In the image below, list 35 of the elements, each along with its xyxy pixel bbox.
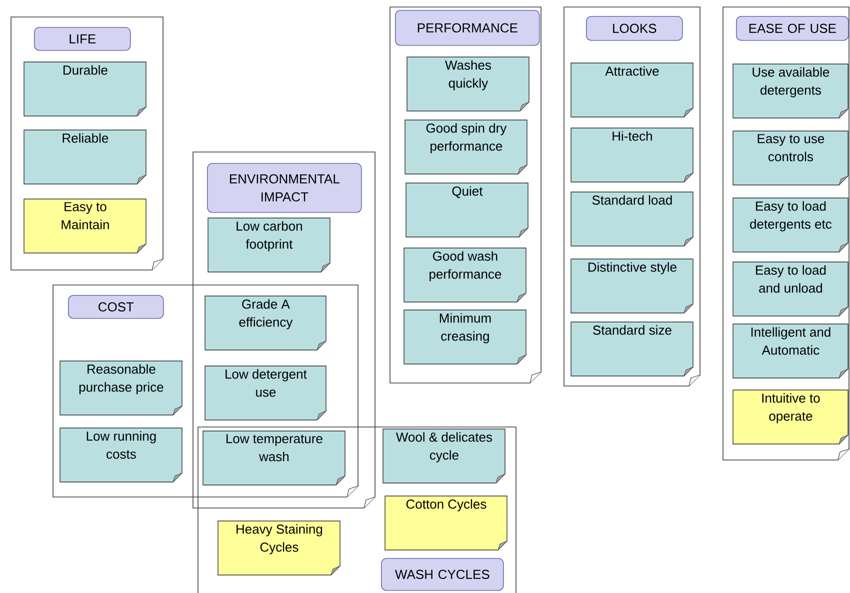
sticky-note: Reasonable purchase price bbox=[60, 360, 182, 416]
sticky-note: Low carbon footprint bbox=[208, 218, 330, 272]
sticky-note: Attractive bbox=[570, 62, 694, 118]
sticky-note: Standard load bbox=[570, 192, 694, 246]
heading-tab: ENVIRONMENTAL IMPACT bbox=[207, 163, 362, 213]
sticky-note: Easy to load and unload bbox=[732, 262, 848, 316]
sticky-note: Minimum creasing bbox=[404, 310, 526, 364]
sticky-note: Cotton Cycles bbox=[384, 496, 508, 550]
sticky-note: Easy to load detergents etc bbox=[732, 198, 848, 252]
sticky-note: Grade A efficiency bbox=[204, 296, 326, 350]
heading-tab: WASH CYCLES bbox=[381, 558, 504, 591]
sticky-note: Wool & delicates cycle bbox=[382, 428, 506, 484]
sticky-note: Quiet bbox=[406, 182, 528, 238]
sticky-note: Durable bbox=[24, 62, 146, 116]
sticky-note: Low running costs bbox=[60, 428, 182, 482]
sticky-note: Distinctive style bbox=[570, 258, 694, 314]
heading-tab: LOOKS bbox=[586, 16, 683, 41]
sticky-note: Good wash performance bbox=[404, 248, 526, 302]
sticky-note: Low temperature wash bbox=[202, 430, 346, 486]
sticky-note: Washes quickly bbox=[406, 56, 530, 112]
sticky-note: Intelligent and Automatic bbox=[732, 324, 848, 378]
sticky-note: Use available detergents bbox=[732, 64, 848, 118]
sticky-note: Standard size bbox=[570, 322, 694, 376]
heading-tab: PERFORMANCE bbox=[395, 10, 540, 46]
sticky-note: Easy to Maintain bbox=[24, 198, 146, 254]
heading-tab: EASE OF USE bbox=[736, 16, 849, 41]
sticky-note: Intuitive to operate bbox=[732, 390, 848, 444]
heading-tab: LIFE bbox=[34, 27, 131, 51]
sticky-note: Hi-tech bbox=[570, 128, 694, 182]
sticky-note: Heavy Staining Cycles bbox=[218, 520, 340, 576]
sticky-note: Good spin dry performance bbox=[404, 120, 528, 174]
sticky-note: Easy to use controls bbox=[732, 130, 848, 186]
sticky-note: Reliable bbox=[24, 130, 146, 184]
heading-tab: COST bbox=[68, 295, 164, 319]
sticky-note: Low detergent use bbox=[204, 366, 326, 420]
